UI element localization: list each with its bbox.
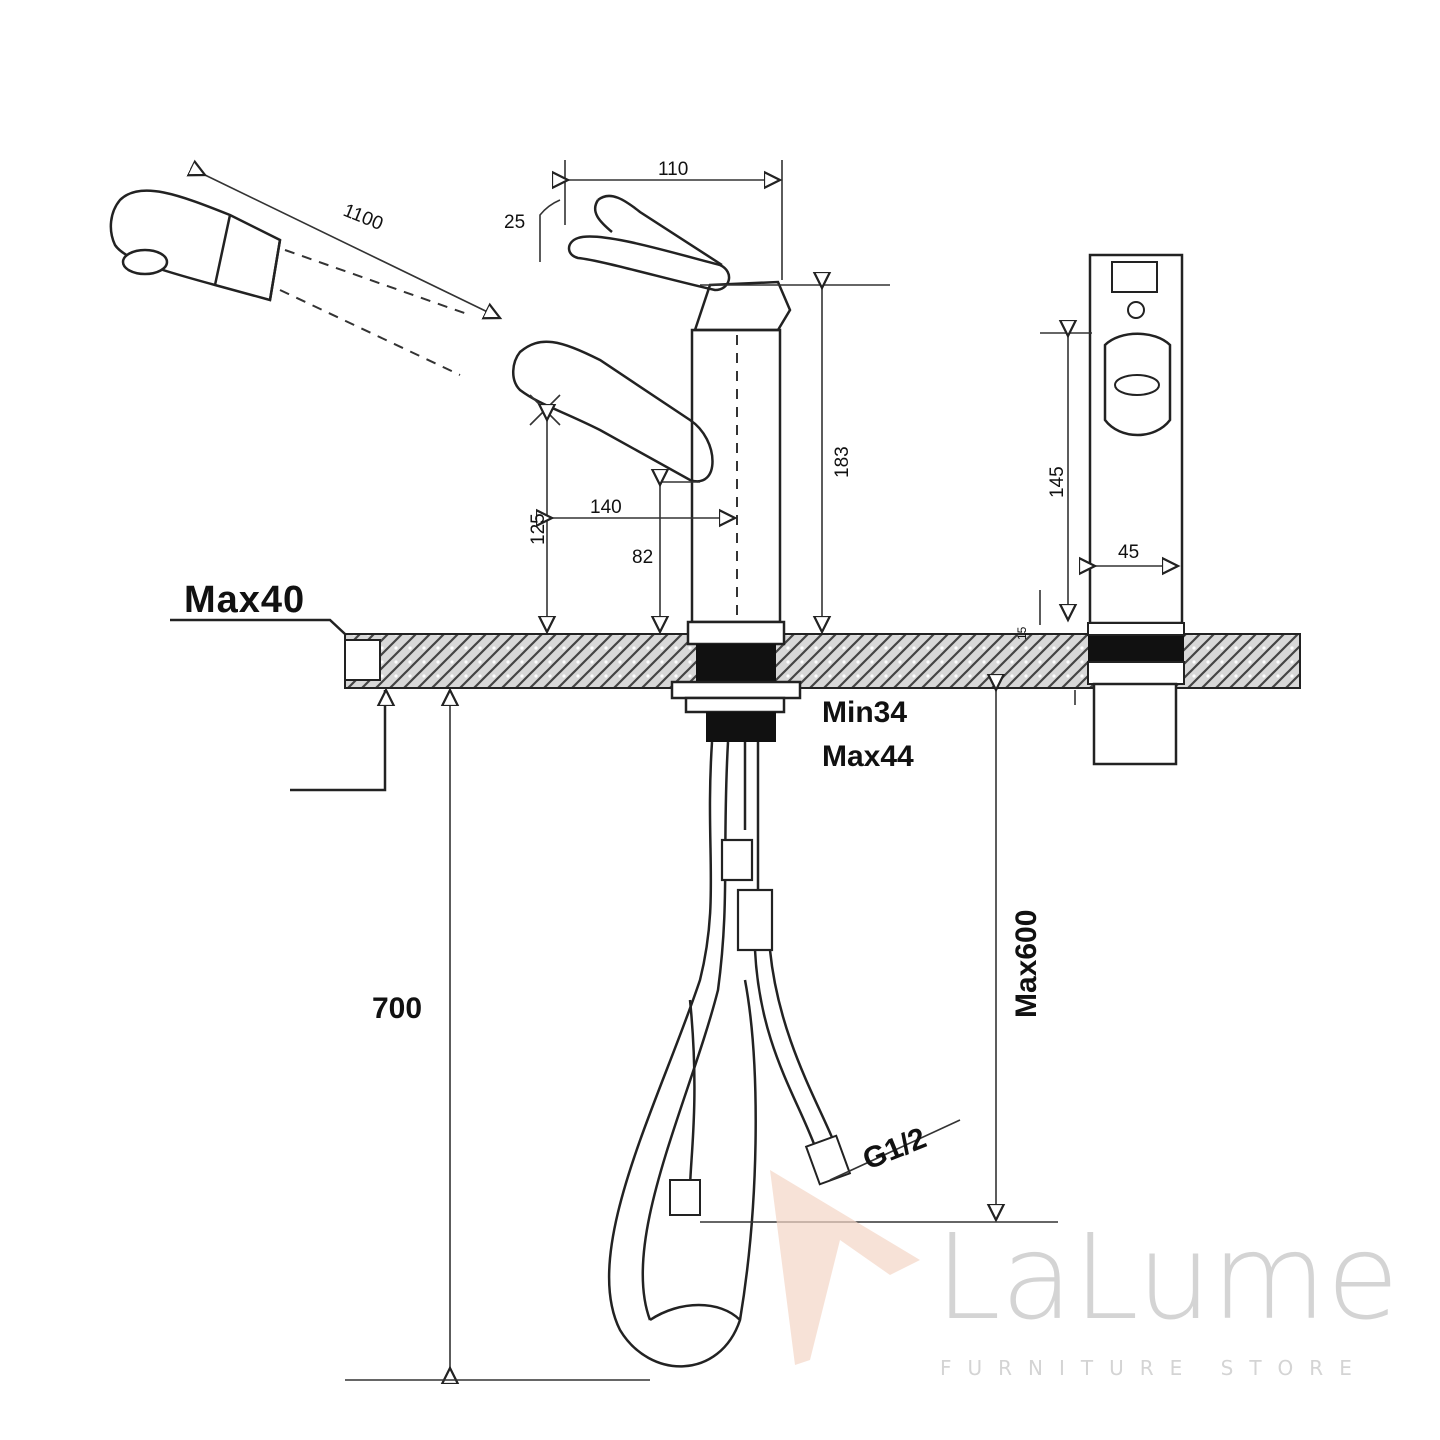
watermark-tagline: FURNITURE STORE (940, 1356, 1368, 1380)
side-view (1087, 253, 1185, 766)
label-deck-min: Min34 (822, 696, 907, 729)
label-spout-height: 125 (528, 513, 549, 545)
label-side-width: 45 (1118, 542, 1139, 563)
label-thread: G1/2 (858, 1122, 931, 1177)
watermark-brand: LaLume (935, 1208, 1399, 1346)
label-side-height: 145 (1047, 466, 1068, 498)
label-base-thickness: 15 (1015, 626, 1029, 640)
label-deck-max-2: Max44 (822, 740, 914, 773)
label-deck-max: Max40 (184, 579, 305, 621)
bird-logo-icon (770, 1170, 920, 1365)
label-clearance: 82 (632, 547, 653, 568)
dimension-lines (345, 160, 1178, 1380)
label-hose-length: 700 (372, 992, 422, 1025)
watermark-logo: LaLume FURNITURE STORE (770, 1170, 1399, 1380)
label-spout-reach: 140 (590, 497, 622, 518)
label-pull-out-length: 1100 (340, 200, 386, 235)
label-top-reach: 110 (658, 159, 688, 180)
hoses (607, 741, 852, 1368)
spray-head (109, 175, 500, 376)
label-handle-angle: 25 (504, 212, 525, 233)
faucet-body (512, 194, 802, 742)
label-body-height: 183 (832, 446, 853, 478)
label-hose-max: Max600 (1010, 910, 1043, 1018)
